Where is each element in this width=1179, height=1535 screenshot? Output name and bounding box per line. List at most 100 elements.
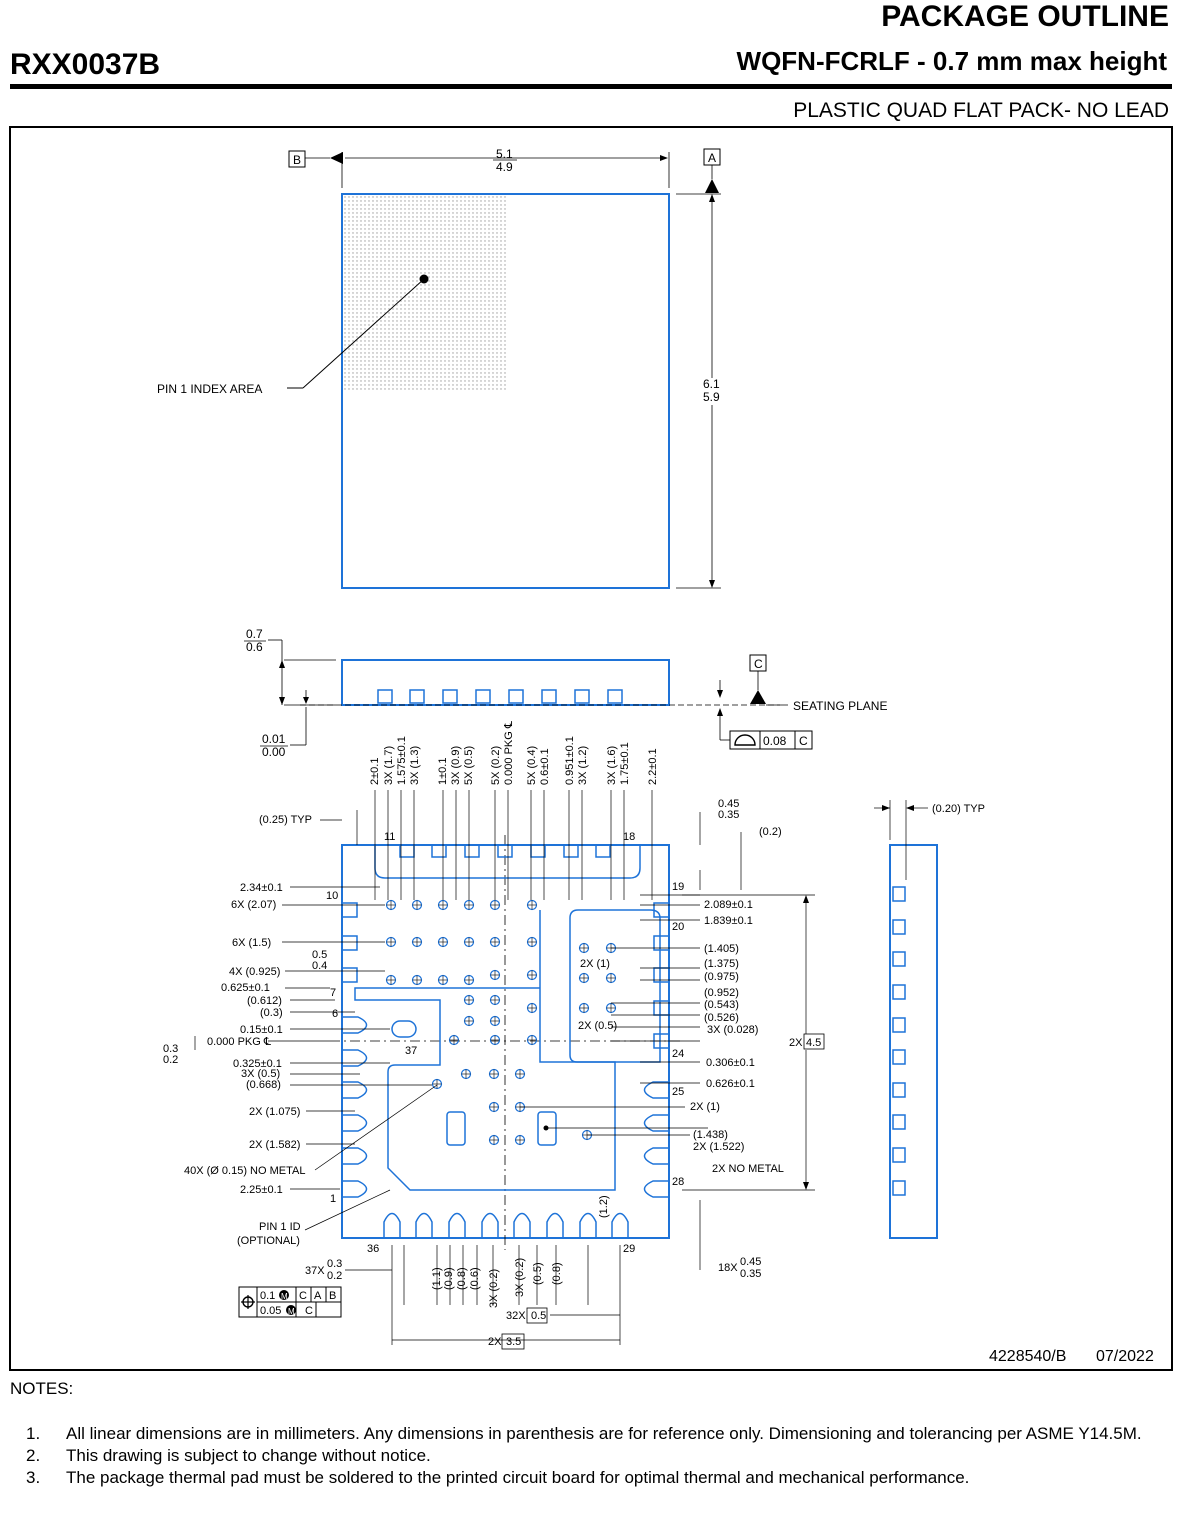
dim-label: 0.45 xyxy=(740,1256,761,1268)
mmc-icon xyxy=(286,1305,296,1315)
dim-label: 0.2 xyxy=(163,1054,178,1066)
dim-label: (0.543) xyxy=(704,999,739,1011)
lead-bottom xyxy=(448,1212,466,1238)
dim-label: 1.575±0.1 xyxy=(396,736,408,785)
lead-left xyxy=(342,1180,368,1198)
dim-label: 5X (0.5) xyxy=(463,746,475,785)
tol-datum: A xyxy=(314,1290,322,1302)
lead-right xyxy=(653,935,670,951)
dim-label: 2X (1.075) xyxy=(249,1106,300,1118)
pin-number: 1 xyxy=(330,1193,336,1205)
pin-number: 37 xyxy=(405,1045,417,1057)
dim-label: 2X (1) xyxy=(580,958,610,970)
lead-right xyxy=(643,1114,669,1132)
side-lead xyxy=(475,689,491,704)
pin-number: 19 xyxy=(672,881,684,893)
dim-label: (0.526) xyxy=(704,1012,739,1024)
seating-plane: SEATING PLANE xyxy=(793,699,887,713)
dim-label: 2X NO METAL xyxy=(712,1163,784,1175)
dim-label: (0.2) xyxy=(759,826,782,838)
dim-label: 18X xyxy=(718,1262,738,1274)
dim-label: 0.306±0.1 xyxy=(706,1057,755,1069)
note-text: This drawing is subject to change withou… xyxy=(66,1446,431,1465)
dim-label: 0.2 xyxy=(327,1270,342,1282)
leader-line xyxy=(314,1084,438,1171)
thermal-pad-main xyxy=(354,910,616,1191)
datum-c: C xyxy=(754,657,763,671)
bottom-view: 1 6 7 10 11 18 19 20 24 25 28 29 36 37 2… xyxy=(163,721,826,1350)
width-min: 4.9 xyxy=(496,160,513,174)
pin1-label: PIN 1 INDEX AREA xyxy=(157,382,262,396)
note-item: 2. This drawing is subject to change wit… xyxy=(10,1445,1170,1467)
note-text: All linear dimensions are in millimeters… xyxy=(66,1424,1142,1443)
side-profile-lead xyxy=(892,951,906,967)
package-body-side xyxy=(341,659,670,706)
side-typ: (0.20) TYP xyxy=(932,803,985,815)
standoff-min: 0.00 xyxy=(262,745,286,759)
side-profile-view: (0.20) TYP xyxy=(874,800,985,1239)
header-rule xyxy=(10,84,1172,89)
dim-label: 3X (0.5) xyxy=(241,1068,280,1080)
dim-label: 3X (1.6) xyxy=(606,746,618,785)
dim-label: 3X (1.2) xyxy=(577,746,589,785)
pin-number: 18 xyxy=(623,831,635,843)
pad-top-bar xyxy=(374,845,641,879)
note-item: 3. The package thermal pad must be solde… xyxy=(10,1467,1170,1489)
lead-bottom xyxy=(383,1212,401,1238)
pin-number: 7 xyxy=(330,987,336,999)
side-lead xyxy=(541,689,557,704)
dim-label: (OPTIONAL) xyxy=(237,1235,300,1247)
side-profile-lead xyxy=(892,919,906,935)
note-text: The package thermal pad must be soldered… xyxy=(66,1468,970,1487)
mmc-icon xyxy=(279,1290,289,1300)
lead-right xyxy=(643,1081,669,1099)
dim-label: (0.952) xyxy=(704,987,739,999)
side-profile-lead xyxy=(892,1114,906,1130)
dim-label: 3X (0.028) xyxy=(707,1024,758,1036)
drawing-title: PACKAGE OUTLINE xyxy=(881,0,1169,33)
dim-label: (0.612) xyxy=(247,995,282,1007)
dim-label: 6X (1.5) xyxy=(232,937,271,949)
lead-top xyxy=(595,844,611,858)
pin-number: 20 xyxy=(672,921,684,933)
lead-left xyxy=(342,1147,368,1165)
lead-top xyxy=(563,844,579,858)
dim-label: (0.668) xyxy=(246,1079,281,1091)
dim-label: 0.35 xyxy=(718,809,739,821)
dim-label: 0.625±0.1 xyxy=(221,982,270,994)
dim-label: 3.5 xyxy=(506,1336,521,1348)
coplanarity-datum: C xyxy=(799,734,808,748)
span-value: 4.5 xyxy=(806,1037,821,1049)
side-lead xyxy=(442,689,458,704)
side-height-max: 0.7 xyxy=(246,627,263,641)
lead-left xyxy=(342,1081,368,1099)
lead-top xyxy=(497,844,513,858)
height-min: 5.9 xyxy=(703,390,720,404)
pin-number: 10 xyxy=(326,890,338,902)
lead-top xyxy=(464,844,480,858)
small-pad-1 xyxy=(446,1111,466,1146)
lead-left xyxy=(342,1016,368,1034)
side-lead xyxy=(574,689,590,704)
dim-label: (0.6) xyxy=(469,1267,481,1290)
right-pad xyxy=(569,909,661,1063)
pin-number: 11 xyxy=(384,831,395,843)
leader-line xyxy=(304,1189,391,1231)
tol-datum: C xyxy=(305,1305,313,1317)
side-profile-lead xyxy=(892,984,906,1000)
dim-label: (0.975) xyxy=(704,971,739,983)
dim-label: 3X (0.9) xyxy=(450,746,462,785)
lead-right xyxy=(643,1147,669,1165)
dim-label: 0.000 PKG ℄ xyxy=(207,1036,271,1048)
dim-label: 3X (1.3) xyxy=(409,746,421,785)
dim-label: 0.3 xyxy=(163,1043,178,1055)
dim-label: 0.5 xyxy=(312,949,327,961)
part-number: RXX0037B xyxy=(10,48,161,81)
side-view: 0.7 0.6 0.01 0.00 C SEATING PLANE 0.08 C xyxy=(244,627,887,759)
datum-b: B xyxy=(293,153,301,167)
note-number: 1. xyxy=(26,1424,41,1443)
side-profile-lead xyxy=(892,886,906,902)
pin-number: 25 xyxy=(672,1086,684,1098)
dim-label: (0.5) xyxy=(532,1262,544,1285)
pin-number: 6 xyxy=(332,1008,338,1020)
